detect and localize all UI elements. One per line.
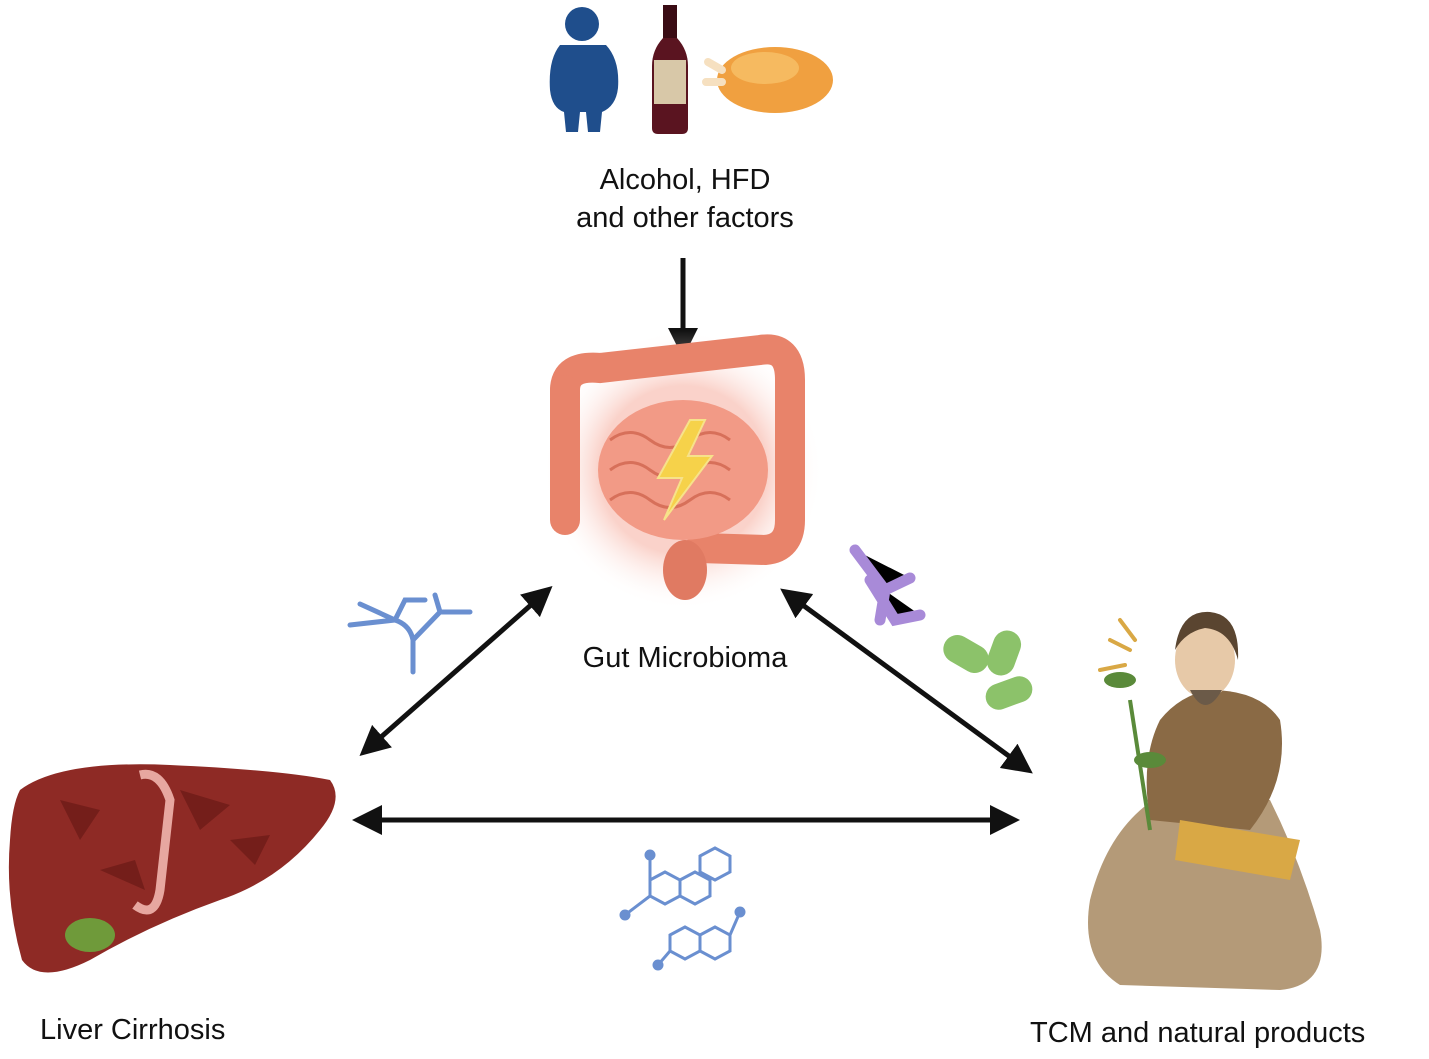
obese-person-icon (549, 7, 619, 132)
liver-cirrhosis-label: Liver Cirrhosis (40, 1014, 226, 1046)
purple-polysaccharide-icon (849, 544, 926, 627)
cirrhotic-liver-icon (8, 764, 336, 973)
factors-label-line1: Alcohol, HFD (599, 164, 771, 196)
gut-microbioma-label: Gut Microbioma (582, 642, 788, 674)
wine-bottle-icon (652, 5, 688, 134)
blue-vessel-icon (347, 592, 473, 675)
arrow-gut-liver (359, 586, 553, 756)
green-bacteria-icon (943, 630, 1033, 710)
blue-molecule-icon (619, 846, 746, 971)
arrow-gut-tcm (780, 588, 1033, 774)
herbalist-figure-icon (1088, 611, 1322, 990)
roast-chicken-icon (702, 47, 833, 113)
tcm-label: TCM and natural products (1030, 1017, 1366, 1049)
factors-label: Alcohol, HFD and other factors (520, 162, 850, 237)
factors-label-line2: and other factors (576, 201, 794, 234)
intestine-with-lightning-icon (543, 330, 823, 610)
